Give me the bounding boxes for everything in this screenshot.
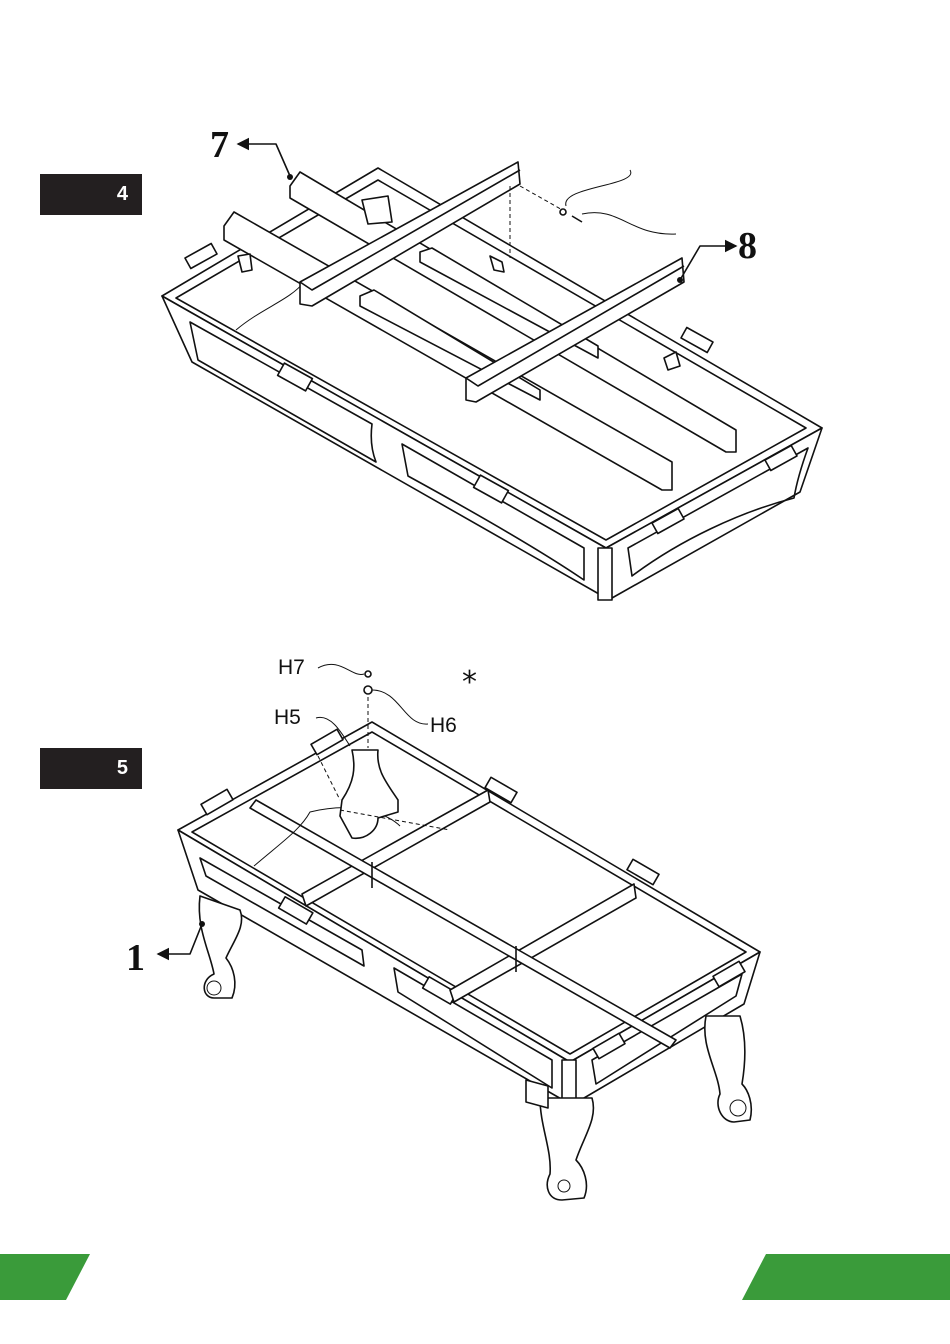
step-4-illustration: 7 8 bbox=[162, 124, 822, 600]
footer-accent-left bbox=[0, 1254, 90, 1300]
step-5-illustration: H7 H5 H6 * 1 bbox=[126, 656, 760, 1200]
hardware-label-h5: H5 bbox=[274, 706, 301, 729]
callout-8: 8 bbox=[738, 225, 757, 267]
note-asterisk: * bbox=[462, 665, 477, 700]
callout-7: 7 bbox=[210, 124, 229, 166]
hardware-label-h7: H7 bbox=[278, 656, 305, 679]
hardware-label-h6: H6 bbox=[430, 714, 457, 737]
footer-accent-right bbox=[742, 1254, 950, 1300]
callout-1: 1 bbox=[126, 937, 145, 979]
